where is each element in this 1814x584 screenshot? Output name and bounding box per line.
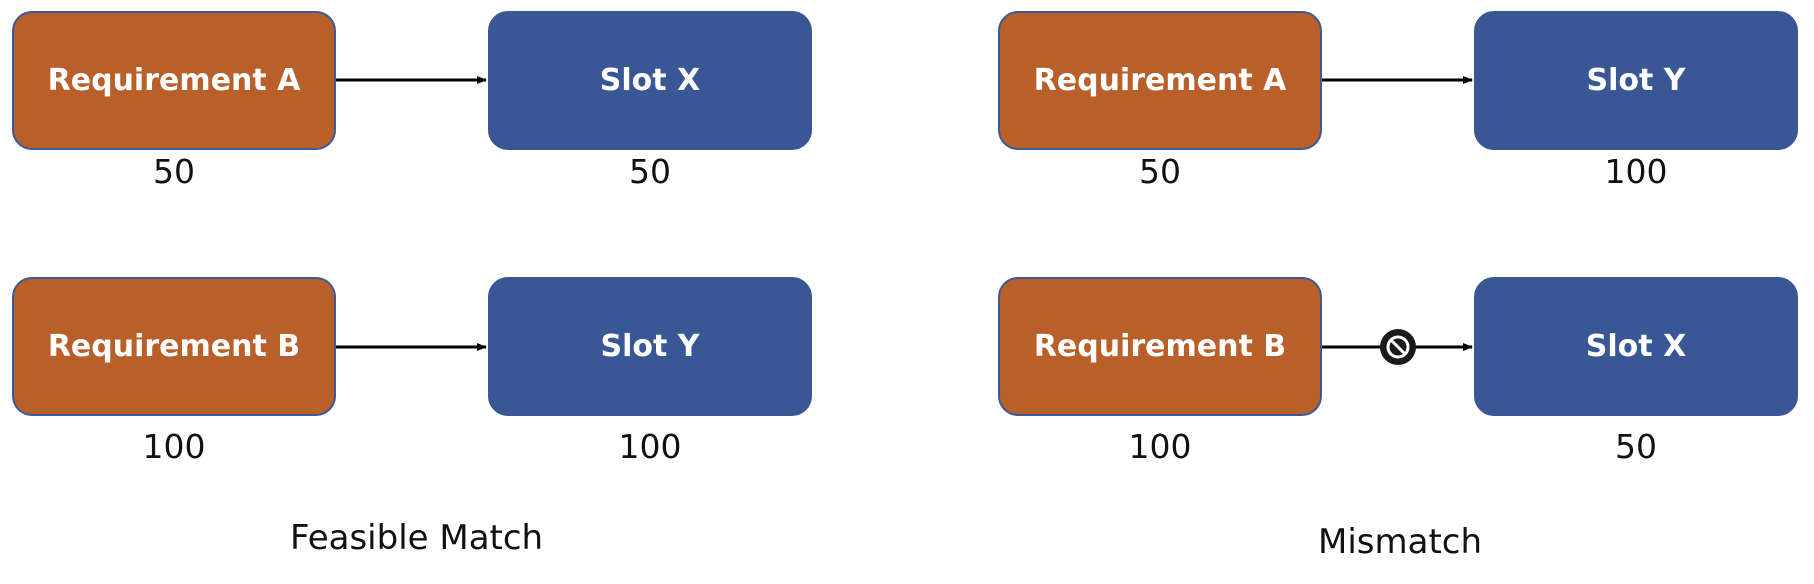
slot-x-box: Slot X (488, 11, 812, 150)
feasible-match-panel: Requirement A Slot X 50 50 Requirement B… (12, 11, 812, 558)
requirement-b-label: Requirement B (47, 329, 301, 364)
feasible-match-arrows (336, 76, 487, 351)
requirement-a-value: 50 (1139, 152, 1181, 191)
prohibited-icon (1380, 329, 1416, 365)
mismatch-caption: Mismatch (1318, 522, 1483, 562)
slot-y-label: Slot Y (600, 329, 700, 364)
slot-x-label: Slot X (1585, 329, 1687, 364)
requirement-a-label: Requirement A (47, 63, 301, 98)
requirement-a-box: Requirement A (12, 11, 336, 150)
requirement-b-box: Requirement B (998, 277, 1322, 416)
slot-x-box: Slot X (1474, 277, 1798, 416)
slot-y-value: 100 (1604, 152, 1668, 191)
slot-x-value: 50 (1615, 427, 1657, 466)
slot-y-box: Slot Y (488, 277, 812, 416)
requirement-b-box: Requirement B (12, 277, 336, 416)
slot-y-label: Slot Y (1586, 63, 1686, 98)
mismatch-arrows (1322, 76, 1473, 365)
slot-y-value: 100 (618, 427, 682, 466)
feasible-match-caption: Feasible Match (290, 518, 544, 558)
slot-x-label: Slot X (599, 63, 701, 98)
slot-x-value: 50 (629, 152, 671, 191)
requirement-b-label: Requirement B (1033, 329, 1287, 364)
requirement-b-value: 100 (142, 427, 206, 466)
requirement-a-box: Requirement A (998, 11, 1322, 150)
slot-y-box: Slot Y (1474, 11, 1798, 150)
mismatch-panel: Requirement A Slot Y 50 100 Requirement … (986, 0, 1814, 584)
requirement-b-value: 100 (1128, 427, 1192, 466)
requirement-a-label: Requirement A (1033, 63, 1287, 98)
requirement-a-value: 50 (153, 152, 195, 191)
